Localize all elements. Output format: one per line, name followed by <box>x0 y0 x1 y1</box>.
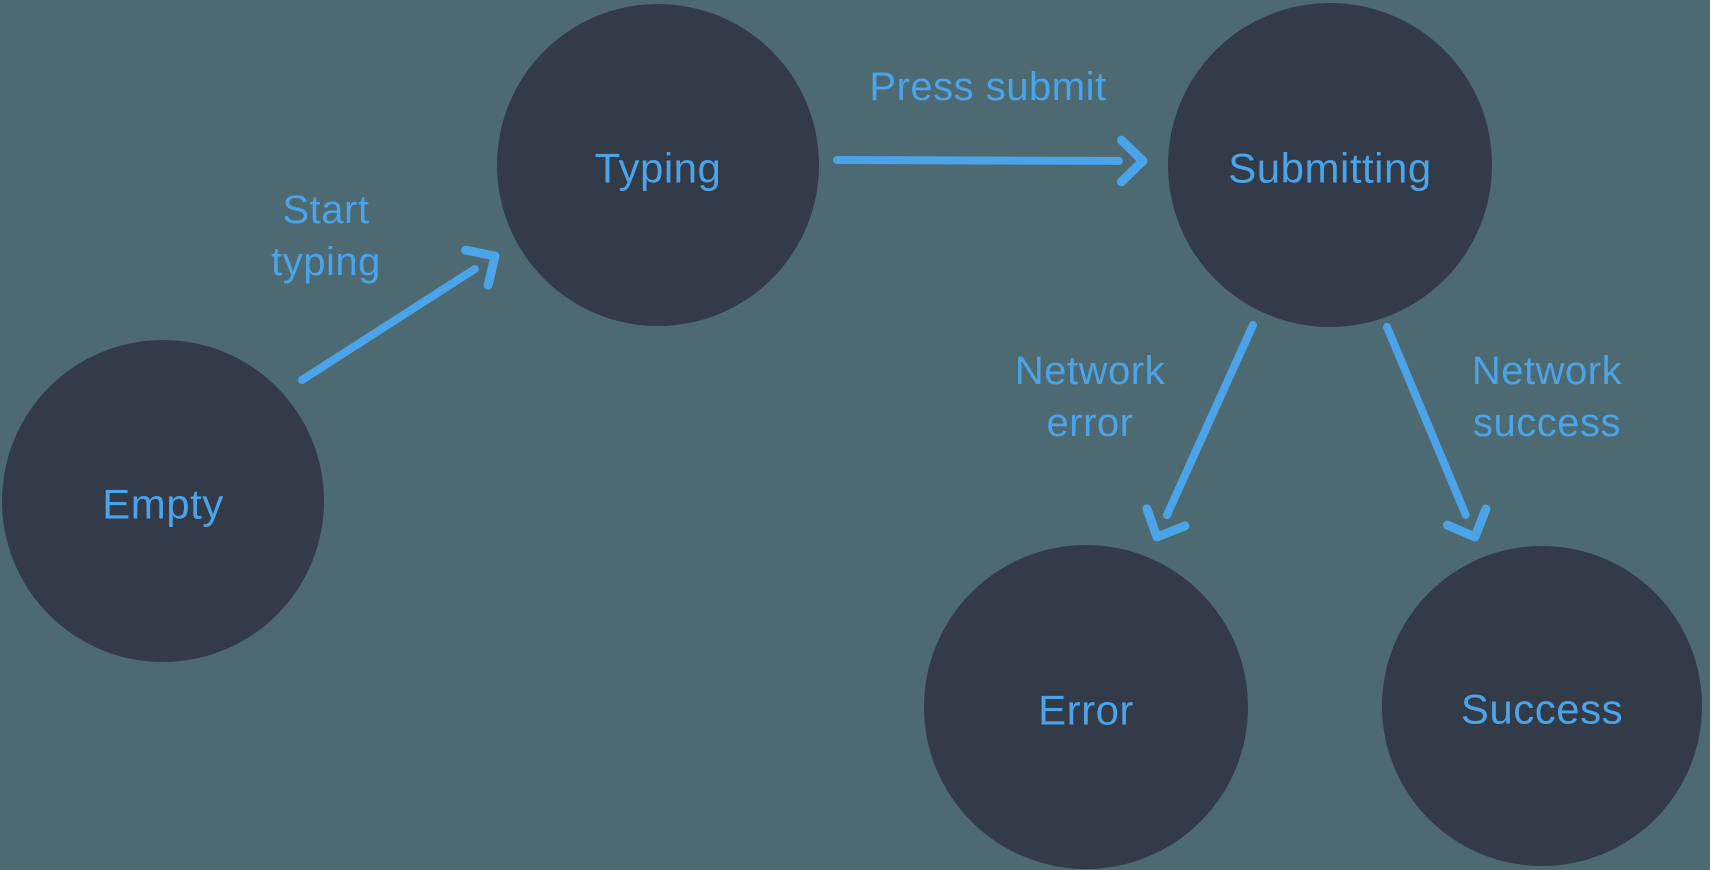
state-node-success: Success <box>1382 546 1702 866</box>
state-node-submitting: Submitting <box>1168 3 1492 327</box>
state-node-label-success: Success <box>1461 686 1623 733</box>
transition-edge-press-submit: Press submit <box>833 65 1148 187</box>
state-node-circle-success <box>1382 546 1702 866</box>
state-node-empty: Empty <box>2 340 324 662</box>
edge-line <box>1383 323 1470 519</box>
edge-line <box>833 156 1124 165</box>
edge-line <box>298 264 479 384</box>
state-node-circle-empty <box>2 340 324 662</box>
state-node-circle-error <box>924 545 1248 869</box>
state-node-error: Error <box>924 545 1248 869</box>
state-node-circle-submitting <box>1168 3 1492 327</box>
state-node-label-typing: Typing <box>595 145 722 192</box>
state-node-typing: Typing <box>497 4 819 326</box>
state-node-label-submitting: Submitting <box>1228 145 1431 192</box>
state-node-circle-typing <box>497 4 819 326</box>
arrowhead-icon <box>1442 504 1491 542</box>
arrowhead-icon <box>461 245 500 290</box>
arrowhead-icon <box>1116 135 1148 187</box>
edge-line <box>1162 321 1257 520</box>
state-node-label-empty: Empty <box>102 481 224 528</box>
state-node-label-error: Error <box>1038 687 1134 734</box>
arrowhead-icon <box>1142 504 1190 542</box>
edge-label-press-submit: Press submit <box>869 65 1106 109</box>
